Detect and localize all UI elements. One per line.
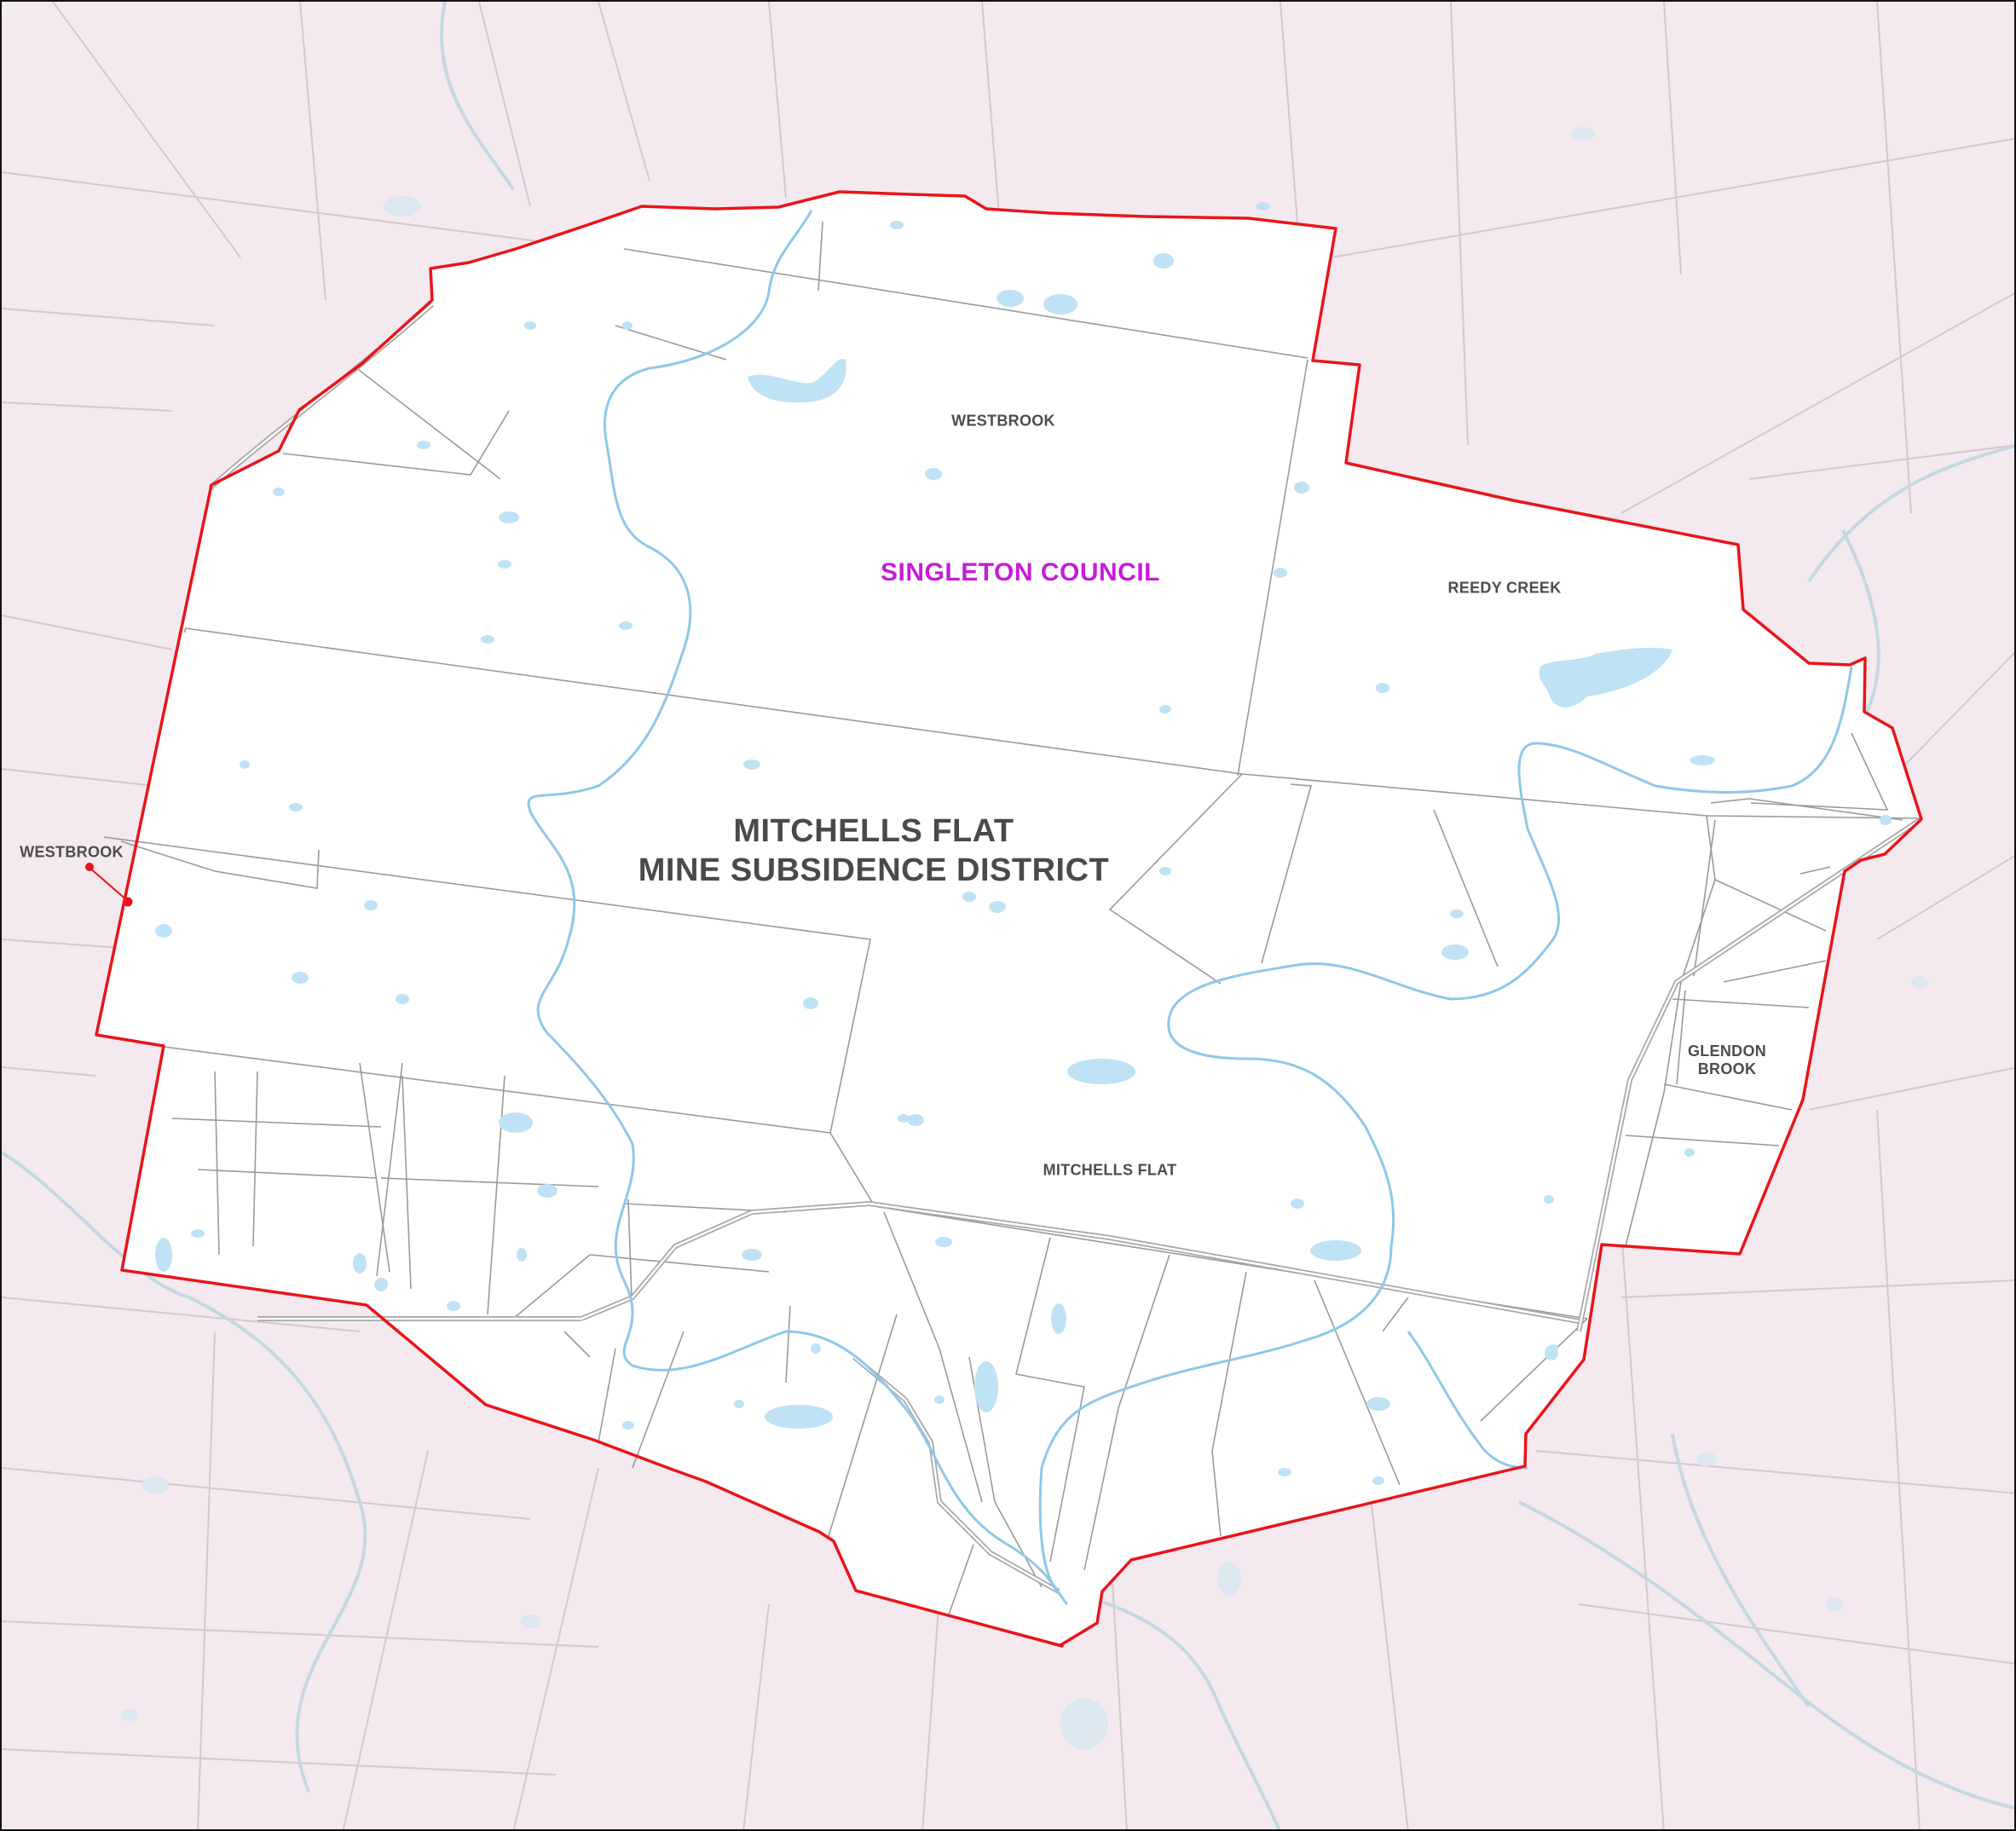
locality-mitchells-flat: MITCHELLS FLAT <box>1043 1161 1177 1179</box>
water-bodies <box>155 202 1892 1485</box>
westbrook-point-marker-2 <box>123 897 133 907</box>
westbrook-point-marker <box>85 863 94 871</box>
district-title-line1: MITCHELLS FLAT <box>733 813 1014 849</box>
westbrook-leader-line <box>88 866 129 902</box>
district-title: MITCHELLS FLAT MINE SUBSIDENCE DISTRICT <box>638 812 1109 890</box>
locality-reedy-creek: REEDY CREEK <box>1447 579 1562 597</box>
council-label: SINGLETON COUNCIL <box>881 558 1160 586</box>
district-boundary <box>95 190 1923 1648</box>
locality-glendon-brook: GLENDON BROOK <box>1688 1043 1766 1078</box>
creeks <box>527 210 1853 1606</box>
glendon-brook-line1: GLENDON <box>1687 1043 1767 1060</box>
district-area <box>96 192 1921 1646</box>
glendon-brook-line2: BROOK <box>1697 1060 1757 1077</box>
outside-water <box>121 127 1928 1749</box>
district-title-line2: MINE SUBSIDENCE DISTRICT <box>638 852 1110 888</box>
locality-westbrook-west: WESTBROOK <box>20 843 124 861</box>
locality-westbrook-north: WESTBROOK <box>951 412 1055 430</box>
